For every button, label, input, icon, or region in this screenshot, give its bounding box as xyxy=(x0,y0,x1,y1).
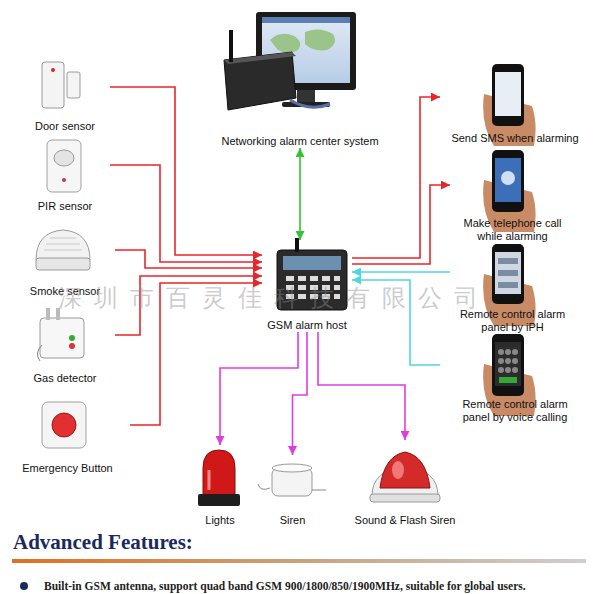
device-label: Siren xyxy=(255,514,330,527)
flash-siren-icon xyxy=(370,452,440,502)
device-label: Lights xyxy=(190,514,250,527)
signal-arrow xyxy=(352,271,450,273)
device-label: GSM alarm host xyxy=(262,319,352,332)
signal-arrow xyxy=(110,87,262,255)
watermark-text: 深圳市百灵佳科技有限公司 xyxy=(58,282,490,314)
siren-icon xyxy=(258,464,326,496)
device-label: Send SMS when alarming xyxy=(440,132,590,145)
device-node: Emergency Button xyxy=(5,395,130,475)
device-label: PIR sensor xyxy=(20,200,110,213)
signal-arrow xyxy=(293,332,308,455)
signal-arrow xyxy=(299,148,301,240)
device-label: Gas detector xyxy=(15,372,115,385)
device-label: Sound & Flash Siren xyxy=(345,514,465,527)
signal-arrow xyxy=(352,97,440,258)
device-node: Siren xyxy=(255,455,330,527)
signal-arrow xyxy=(318,332,405,440)
alarm-center-icon xyxy=(224,12,356,110)
device-node: Gas detector xyxy=(15,305,115,385)
pir-sensor-icon xyxy=(47,140,81,192)
smoke-sensor-icon xyxy=(36,230,90,270)
device-node: Door sensor xyxy=(20,55,110,133)
signal-arrow xyxy=(110,165,262,262)
device-label: Networking alarm center system xyxy=(205,135,395,148)
signal-arrow xyxy=(220,332,298,445)
signal-arrow xyxy=(115,250,262,268)
device-label: Make telephone call while alarming xyxy=(457,217,569,243)
warning-light-icon xyxy=(198,450,240,506)
door-sensor-icon xyxy=(42,62,80,108)
device-label: Remote control alarm panel by voice call… xyxy=(451,398,579,424)
device-node: Sound & Flash Siren xyxy=(345,440,465,527)
device-label: Door sensor xyxy=(20,120,110,133)
device-node: Lights xyxy=(190,445,250,527)
device-node: PIR sensor xyxy=(20,135,110,213)
gas-detector-icon xyxy=(37,308,84,361)
section-heading: Advanced Features: xyxy=(13,530,193,555)
signal-arrow xyxy=(352,185,450,264)
bullet-dot xyxy=(20,582,28,590)
heading-rule xyxy=(12,559,586,563)
emergency-button-icon xyxy=(42,402,86,448)
device-node: Make telephone call while alarming xyxy=(450,148,575,243)
device-node: Remote control alarm panel by voice call… xyxy=(440,332,590,424)
device-label: Emergency Button xyxy=(5,462,130,475)
device-node: Send SMS when alarming xyxy=(440,60,590,145)
device-node: Networking alarm center system xyxy=(205,8,395,148)
feature-bullet-text: Built-in GSM antenna, support quad band … xyxy=(44,579,526,593)
